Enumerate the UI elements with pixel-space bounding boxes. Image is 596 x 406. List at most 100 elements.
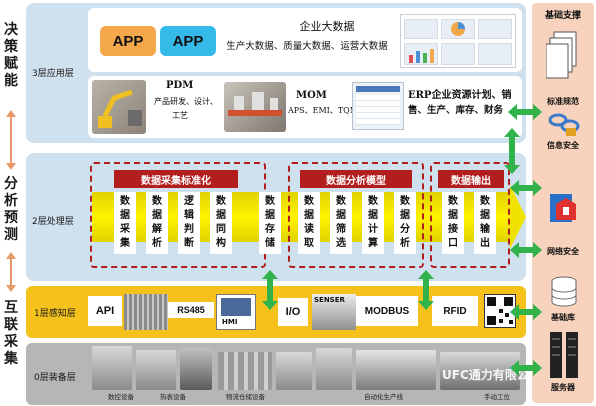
group-data-analysis-model <box>288 162 424 268</box>
process-step: 逻辑判断 <box>178 192 200 254</box>
support-title: 基础支撑 <box>544 11 581 21</box>
manual-station-image <box>440 352 520 390</box>
left-column: 决 策 赋 能 分 析 预 测 互 联 采 集 <box>0 0 22 406</box>
modbus-block: MODBUS <box>356 296 418 326</box>
left-label-interconnect: 互 联 采 集 <box>4 300 18 367</box>
erp-subtitle: 售、生产、库存、财务 <box>408 105 504 116</box>
app-badge-orange: APP <box>100 26 156 56</box>
server-rack-icon <box>550 332 578 378</box>
io-block: I/O <box>278 298 308 326</box>
process-step: 数据计算 <box>362 192 384 254</box>
agv-image <box>276 352 312 390</box>
rfid-block: RFID <box>432 296 478 326</box>
pdm-robot-image <box>92 80 146 134</box>
support-server: 服务器 <box>551 382 575 392</box>
equipment-image <box>316 348 352 390</box>
arrow-support-layer3 <box>508 104 542 120</box>
layer2-label: 2层处理层 <box>32 217 74 227</box>
bigdata-subtitle: 生产大数据、质量大数据、运营大数据 <box>226 41 388 52</box>
process-step-label: 数据输出 <box>480 196 490 249</box>
pdm-subtitle-line2: 工艺 <box>172 111 188 120</box>
warehouse-shelving-image <box>218 352 272 390</box>
group2-title: 数据分析模型 <box>300 170 412 188</box>
left-arrow-2 <box>6 252 16 292</box>
process-step-label: 数据存储 <box>265 196 275 249</box>
arrow-support-layer0 <box>510 360 542 376</box>
bigdata-title: 企业大数据 <box>299 20 355 33</box>
process-step: 数据读取 <box>298 192 320 254</box>
rs485-block: RS485 <box>168 302 214 318</box>
furnace-image <box>180 348 212 390</box>
heat-treatment-image <box>136 350 176 390</box>
process-step: 数据输出 <box>474 192 496 254</box>
group1-title: 数据采集标准化 <box>114 170 238 188</box>
arrow-support-layer1 <box>510 304 542 320</box>
layer0-label: 0层装备层 <box>34 373 76 383</box>
process-step: 数据存储 <box>259 192 281 254</box>
arrow-layer2-to-layer3 <box>504 128 520 174</box>
database-icon <box>551 276 577 307</box>
robot-arm-icon <box>98 89 142 128</box>
process-step-label: 数据读取 <box>304 196 314 249</box>
serial-port-image <box>124 294 168 330</box>
chain-lock-icon <box>548 113 580 136</box>
erp-screenshot-image <box>352 82 404 130</box>
dashboard-bars-icon <box>409 49 434 63</box>
hmi-label: HMI <box>222 318 238 326</box>
caption-manual: 手动工位 <box>484 393 510 401</box>
process-step-label: 数据接口 <box>448 196 458 249</box>
erp-title: ERP企业资源计划、销 <box>408 90 512 101</box>
sensor-image <box>312 294 356 330</box>
process-step-label: 数据分析 <box>400 196 410 249</box>
support-foundation-db: 基础库 <box>551 312 575 322</box>
support-network-security: 网络安全 <box>547 246 579 256</box>
left-arrow-1 <box>6 110 16 170</box>
group3-title: 数据输出 <box>438 170 504 188</box>
senser-label: SENSER <box>314 296 345 304</box>
process-step: 数据同构 <box>210 192 232 254</box>
hmi-panel-image <box>216 294 256 330</box>
process-step: 数据接口 <box>442 192 464 254</box>
support-info-security: 信息安全 <box>547 140 579 150</box>
arrow-layer1-to-layer2-left <box>262 270 278 310</box>
pdm-title: PDM <box>166 80 194 91</box>
left-label-analysis: 分 析 预 测 <box>4 176 18 243</box>
cnc-machine-image <box>92 346 132 390</box>
process-step: 数据分析 <box>394 192 416 254</box>
arrow-support-layer2-top <box>510 180 542 196</box>
automated-line-image <box>356 350 436 390</box>
document-stack-icon <box>546 31 577 79</box>
support-standards: 标准规范 <box>547 96 579 106</box>
left-label-decision: 决 策 赋 能 <box>4 22 18 89</box>
pdm-subtitle-line1: 产品研发、设计、 <box>154 97 218 106</box>
process-step-label: 数据同构 <box>216 196 226 249</box>
arrow-layer1-to-layer2-right <box>418 270 434 310</box>
caption-automation: 自动化生产线 <box>364 393 403 401</box>
caption-heat: 热表设备 <box>160 393 186 401</box>
layer3-systems-panel <box>88 76 522 138</box>
app-badge-blue: APP <box>160 26 216 56</box>
dashboard-pie-icon <box>451 22 465 36</box>
process-step: 数据解析 <box>146 192 168 254</box>
arrow-support-layer2-bottom <box>510 242 542 258</box>
network-shield-icon <box>550 194 576 222</box>
process-step: 数据筛选 <box>330 192 352 254</box>
caption-cnc: 数控设备 <box>108 393 134 401</box>
process-step-label: 数据计算 <box>368 196 378 249</box>
layer1-label: 1层感知层 <box>34 309 76 319</box>
process-step-label: 数据筛选 <box>336 196 346 249</box>
mom-title: MOM <box>296 90 327 101</box>
data-flow-arrow-head <box>510 185 526 249</box>
caption-logistics: 物流仓储设备 <box>226 393 265 401</box>
factory-line-icon <box>228 92 282 116</box>
process-step: 数据采集 <box>114 192 136 254</box>
mom-subtitle: APS、EMI、TQM <box>288 106 358 115</box>
process-step-label: 逻辑判断 <box>184 196 194 249</box>
process-step-label: 数据采集 <box>120 196 130 249</box>
layer3-label: 3层应用层 <box>32 69 74 79</box>
process-step-label: 数据解析 <box>152 196 162 249</box>
group-data-output <box>430 162 510 268</box>
dashboard-screenshot-image <box>400 14 516 68</box>
mom-factory-image <box>224 82 286 132</box>
api-block: API <box>88 296 122 326</box>
